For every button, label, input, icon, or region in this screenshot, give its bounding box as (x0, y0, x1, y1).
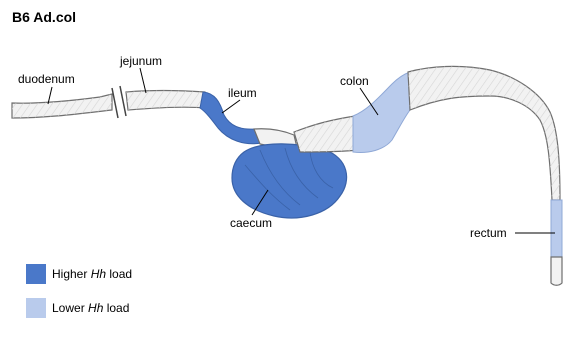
rectum-end (551, 257, 562, 285)
jejunum-segment (126, 91, 208, 111)
lower-load-label: Lower Hh load (52, 301, 129, 315)
duodenum-leader (48, 87, 52, 104)
lower-load-swatch (26, 298, 46, 318)
ileum-leader (222, 100, 240, 113)
colon-label: colon (340, 74, 369, 88)
break-marker (112, 86, 126, 118)
jejunum-label: jejunum (119, 54, 162, 68)
jejunum-leader (140, 68, 146, 93)
rectum-lower-load-segment (551, 200, 562, 257)
legend-higher-load: Higher Hh load (26, 264, 132, 284)
distal-colon (408, 66, 560, 200)
rectum-label: rectum (470, 226, 507, 240)
legend-lower-load: Lower Hh load (26, 298, 129, 318)
duodenum-label: duodenum (18, 72, 75, 86)
proximal-colon (294, 116, 358, 152)
duodenum-segment (12, 94, 112, 118)
higher-load-label: Higher Hh load (52, 267, 132, 281)
caecum-label: caecum (230, 216, 272, 230)
higher-load-swatch (26, 264, 46, 284)
caecum (232, 144, 347, 218)
ileum-label: ileum (228, 86, 257, 100)
